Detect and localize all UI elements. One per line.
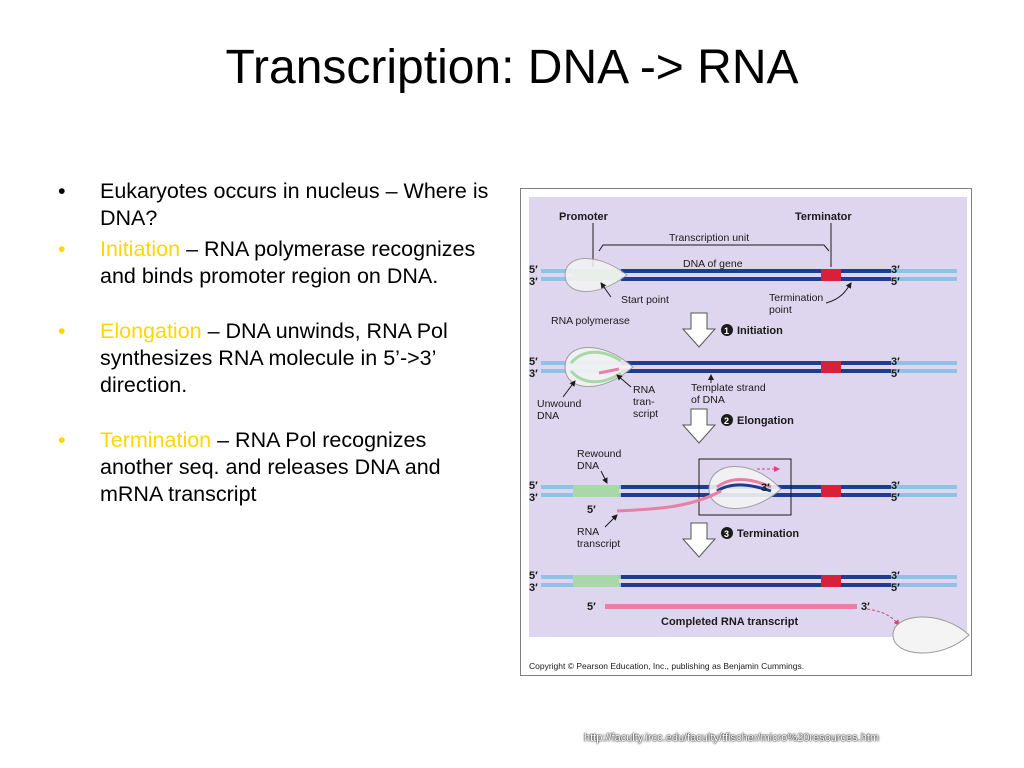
step-number: 3 [724, 529, 729, 539]
unwound-arrow [562, 380, 576, 398]
five-prime-label: 5′ [891, 492, 900, 504]
start-point-arrow [600, 282, 612, 298]
rna-transcript-arrow [604, 514, 618, 528]
copyright-text: Copyright © Pearson Education, Inc., pub… [529, 661, 804, 671]
three-prime-label: 3′ [529, 582, 538, 594]
completed-rna-strand [605, 604, 857, 609]
promoter-label: Promoter [559, 211, 609, 223]
bullet-dot: • [58, 237, 66, 261]
step-arrow [681, 522, 717, 558]
rna-transcript-label: RNA [577, 526, 599, 538]
five-prime-label: 5′ [529, 264, 538, 276]
bullet-list: • Eukaryotes occurs in nucleus – Where i… [58, 178, 498, 508]
bullet-text: – RNA Pol recognizes another seq. and re… [100, 428, 441, 506]
bullet-dot: • [58, 428, 66, 452]
terminator-label: Terminator [795, 211, 852, 223]
template-strand-label: Template strand [691, 382, 766, 394]
unwound-dna-label: DNA [537, 410, 559, 422]
rna-transcript-label: script [633, 408, 658, 420]
bullet-dot: • [58, 319, 66, 343]
step-number-badge [721, 527, 733, 539]
bullet-text: Eukaryotes occurs in nucleus – Where is … [100, 179, 489, 230]
unwound-dna-label: Unwound [537, 398, 582, 410]
step-arrow [681, 408, 717, 444]
step-label: Initiation [737, 325, 783, 337]
bullet-text: – RNA polymerase recognizes and binds pr… [100, 237, 476, 288]
rna-strand [598, 367, 620, 375]
step-number-badge [721, 414, 733, 426]
dna-strand-completed [541, 575, 957, 587]
bullet-item: • Elongation – DNA unwinds, RNA Pol synt… [58, 318, 498, 399]
five-prime-label: 5′ [529, 480, 538, 492]
five-prime-label: 5′ [891, 276, 900, 288]
rewound-dna-label: Rewound [577, 448, 622, 460]
five-prime-label: 5′ [891, 582, 900, 594]
termination-point-label: point [769, 304, 792, 316]
rewound-dna-label: DNA [577, 460, 599, 472]
template-strand [716, 483, 772, 493]
transcription-diagram: Promoter Terminator Transcription unit D… [529, 197, 970, 671]
rna-polymerase-shape [708, 466, 782, 509]
three-prime-label: 3′ [761, 482, 770, 494]
three-prime-label: 3′ [529, 276, 538, 288]
source-url: http://faculty.ircc.edu/faculty/tfischer… [584, 732, 880, 744]
released-polymerase [892, 616, 970, 654]
termination-point-label: Termination [769, 292, 823, 304]
start-point-label: Start point [621, 294, 669, 306]
five-prime-label: 5′ [587, 601, 596, 613]
rna-transcript-label: tran- [633, 396, 655, 408]
step-label: Elongation [737, 415, 794, 427]
dna-of-gene-label: DNA of gene [683, 258, 743, 270]
three-prime-label: 3′ [529, 492, 538, 504]
transcription-figure: Promoter Terminator Transcription unit D… [520, 188, 972, 676]
transcription-unit-bracket [598, 244, 830, 252]
five-prime-label: 5′ [529, 356, 538, 368]
three-prime-label: 3′ [891, 570, 900, 582]
rna-transcript-label: RNA [633, 384, 655, 396]
slide-title: Transcription: DNA -> RNA [225, 41, 799, 94]
rna-arrow [616, 374, 632, 388]
unwound-strand [569, 350, 622, 365]
five-prime-label: 5′ [891, 368, 900, 380]
bullet-lead: Elongation [100, 319, 202, 343]
bullet-dot: • [58, 179, 66, 203]
rna-transcript-strand [616, 489, 722, 513]
rna-transcript-label: transcript [577, 538, 620, 550]
step-label: Termination [737, 528, 799, 540]
three-prime-label: 3′ [861, 601, 870, 613]
step-number: 2 [724, 416, 729, 426]
bullet-item: • Termination – RNA Pol recognizes anoth… [58, 427, 498, 508]
rna-polymerase-label: RNA polymerase [551, 315, 630, 327]
transcription-unit-label: Transcription unit [669, 232, 749, 244]
bullet-item: • Eukaryotes occurs in nucleus – Where i… [58, 178, 498, 232]
zoom-box [698, 458, 792, 516]
termination-point-arrow [825, 282, 852, 304]
five-prime-label: 5′ [529, 570, 538, 582]
step-arrow [681, 312, 717, 348]
five-prime-label: 5′ [587, 504, 596, 516]
completed-transcript-label: Completed RNA transcript [661, 616, 798, 628]
three-prime-label: 3′ [891, 480, 900, 492]
step-number-badge [721, 324, 733, 336]
bullet-item: • Initiation – RNA polymerase recognizes… [58, 236, 498, 290]
dna-strand-elongation [541, 361, 957, 373]
step-number: 1 [724, 326, 729, 336]
bullet-lead: Initiation [100, 237, 181, 261]
rna-strand [716, 478, 772, 489]
three-prime-label: 3′ [529, 368, 538, 380]
template-strand-label: of DNA [691, 394, 725, 406]
bullet-lead: Termination [100, 428, 212, 452]
three-prime-label: 3′ [891, 264, 900, 276]
three-prime-label: 3′ [891, 356, 900, 368]
rna-polymerase-shape [564, 258, 628, 292]
bullet-text: – DNA unwinds, RNA Pol synthesizes RNA m… [100, 319, 448, 397]
rewound-arrow [600, 470, 608, 484]
